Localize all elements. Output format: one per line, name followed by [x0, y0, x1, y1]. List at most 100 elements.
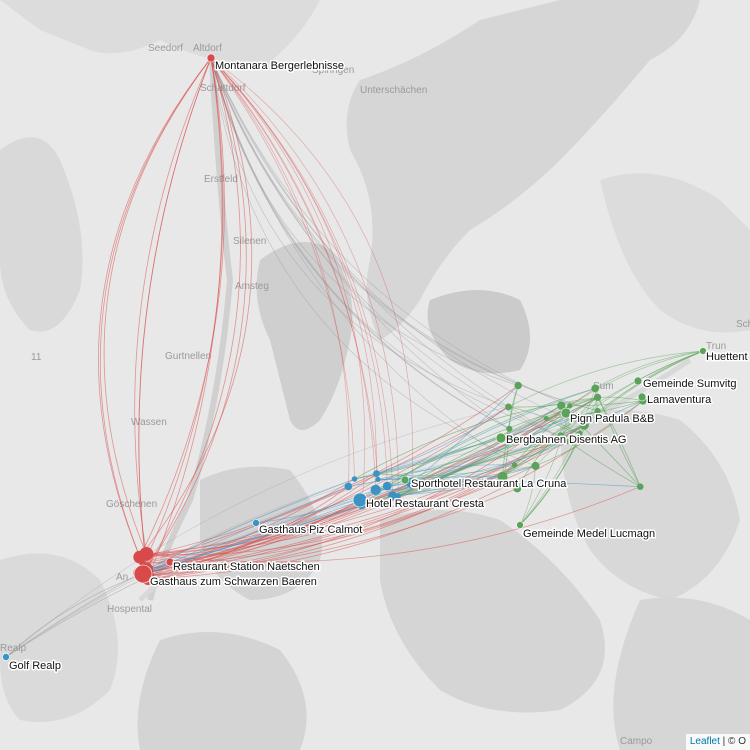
- edge-gray: [210, 57, 509, 408]
- edge-red: [210, 57, 366, 506]
- cluster-dot-green[interactable]: [499, 478, 507, 486]
- cluster-dot-green[interactable]: [543, 416, 549, 422]
- edge-red: [134, 57, 212, 555]
- cluster-dot-green[interactable]: [553, 436, 562, 445]
- cluster-dot-green[interactable]: [557, 401, 566, 410]
- place-label-gurtnellen: Gurtnellen: [165, 351, 211, 362]
- place-label-schattdorf: Schattdorf: [200, 83, 246, 94]
- node-marker-golf[interactable]: [2, 653, 10, 661]
- cluster-dot-green[interactable]: [505, 403, 512, 411]
- place-label-realp: Realp: [0, 643, 27, 654]
- node-marker-schwarzen[interactable]: [133, 564, 153, 584]
- edge-red: [210, 57, 394, 496]
- place-label-hospental: Hospental: [107, 604, 152, 615]
- cluster-dot-green[interactable]: [511, 462, 518, 468]
- node-marker-naetschen[interactable]: [165, 557, 175, 567]
- edge-red: [139, 388, 596, 574]
- edge-green: [508, 396, 598, 408]
- node-label-bergbahnen: Bergbahnen Disentis AG: [506, 434, 626, 446]
- node-marker-lamaventura[interactable]: [637, 392, 647, 402]
- edge-gray: [5, 573, 144, 658]
- edge-blue: [376, 406, 509, 474]
- edge-red: [99, 57, 212, 564]
- cluster-dot-blue[interactable]: [388, 491, 398, 501]
- edge-red: [210, 57, 377, 490]
- cluster-dot-green[interactable]: [573, 412, 582, 421]
- cluster-dot-blue[interactable]: [375, 476, 381, 482]
- edge-red: [148, 57, 223, 576]
- cluster-dot-green[interactable]: [567, 403, 573, 409]
- place-label-altdorf: Altdorf: [193, 43, 222, 54]
- edge-gray: [5, 406, 509, 658]
- cluster-dot-blue[interactable]: [373, 470, 380, 478]
- node-marker-cruna[interactable]: [400, 475, 410, 485]
- place-label-andermatt: An: [116, 572, 128, 583]
- node-marker-bergbahnen[interactable]: [495, 432, 507, 444]
- cluster-dot-green[interactable]: [579, 420, 589, 430]
- cluster-dot-green[interactable]: [591, 384, 600, 393]
- cluster-dot-green[interactable]: [594, 407, 601, 414]
- edge-gray: [210, 57, 569, 442]
- cluster-dot-blue[interactable]: [344, 482, 353, 491]
- edge-red: [139, 57, 253, 558]
- edge-green: [519, 388, 596, 526]
- node-label-cresta: Hotel Restaurant Cresta: [366, 498, 485, 510]
- edge-red: [146, 486, 641, 563]
- cluster-dot-green[interactable]: [531, 461, 540, 470]
- edge-green: [535, 400, 644, 467]
- edge-green: [546, 397, 598, 419]
- cluster-dot-blue[interactable]: [351, 476, 358, 482]
- leaflet-link[interactable]: Leaflet: [689, 736, 720, 747]
- edge-blue: [142, 482, 412, 576]
- node-label-montanara: Montanara Bergerlebnisse: [215, 60, 344, 72]
- edge-red: [210, 57, 413, 484]
- edge-gray: [210, 57, 510, 430]
- edge-gray: [5, 424, 585, 658]
- edge-gray: [210, 57, 519, 386]
- edge-red: [139, 424, 585, 574]
- edge-green: [595, 350, 704, 389]
- cluster-dot-green[interactable]: [514, 381, 522, 390]
- node-marker-montanara[interactable]: [206, 53, 216, 63]
- node-marker-padula[interactable]: [560, 407, 572, 419]
- node-label-calmot: Gasthaus Piz Calmot: [259, 524, 362, 536]
- edge-gray: [210, 57, 570, 407]
- cluster-dot-green[interactable]: [636, 483, 644, 490]
- place-label-sum: Sum: [593, 381, 614, 392]
- edge-blue: [398, 476, 503, 497]
- cluster-dot-green[interactable]: [513, 484, 522, 493]
- cluster-dot-green[interactable]: [593, 393, 602, 402]
- cluster-dot-green[interactable]: [565, 439, 572, 445]
- node-marker-cresta[interactable]: [352, 492, 368, 508]
- edge-red: [210, 57, 379, 480]
- cluster-dot-blue[interactable]: [382, 481, 392, 491]
- edge-red: [103, 57, 212, 555]
- cluster-dot-green[interactable]: [506, 425, 513, 432]
- edge-blue: [376, 410, 598, 474]
- edge-green: [519, 433, 580, 526]
- cluster-dot-red[interactable]: [139, 546, 154, 561]
- node-label-sumvitg: Gemeinde Sumvitg: [643, 378, 737, 390]
- edge-red: [138, 57, 212, 570]
- place-label-unterschaechen: Unterschächen: [360, 85, 427, 96]
- node-marker-medel[interactable]: [516, 521, 524, 529]
- node-marker-sumvitg[interactable]: [633, 376, 643, 386]
- cluster-dot-blue[interactable]: [370, 484, 381, 495]
- node-label-lamaventura: Lamaventura: [647, 394, 712, 406]
- network-edges: [5, 57, 704, 658]
- edge-green: [376, 464, 515, 477]
- edge-gray: [210, 57, 598, 412]
- place-label-goeschenen: Göschenen: [106, 499, 157, 510]
- node-marker-huetten[interactable]: [699, 347, 707, 355]
- node-marker-calmot[interactable]: [252, 519, 260, 527]
- edge-red: [210, 57, 350, 487]
- edge-red: [210, 57, 377, 474]
- node-label-huetten: Huettent: [706, 351, 748, 363]
- edge-green: [516, 416, 578, 489]
- edge-red: [139, 57, 225, 558]
- cluster-dot-green[interactable]: [576, 430, 583, 437]
- edge-blue: [375, 465, 536, 491]
